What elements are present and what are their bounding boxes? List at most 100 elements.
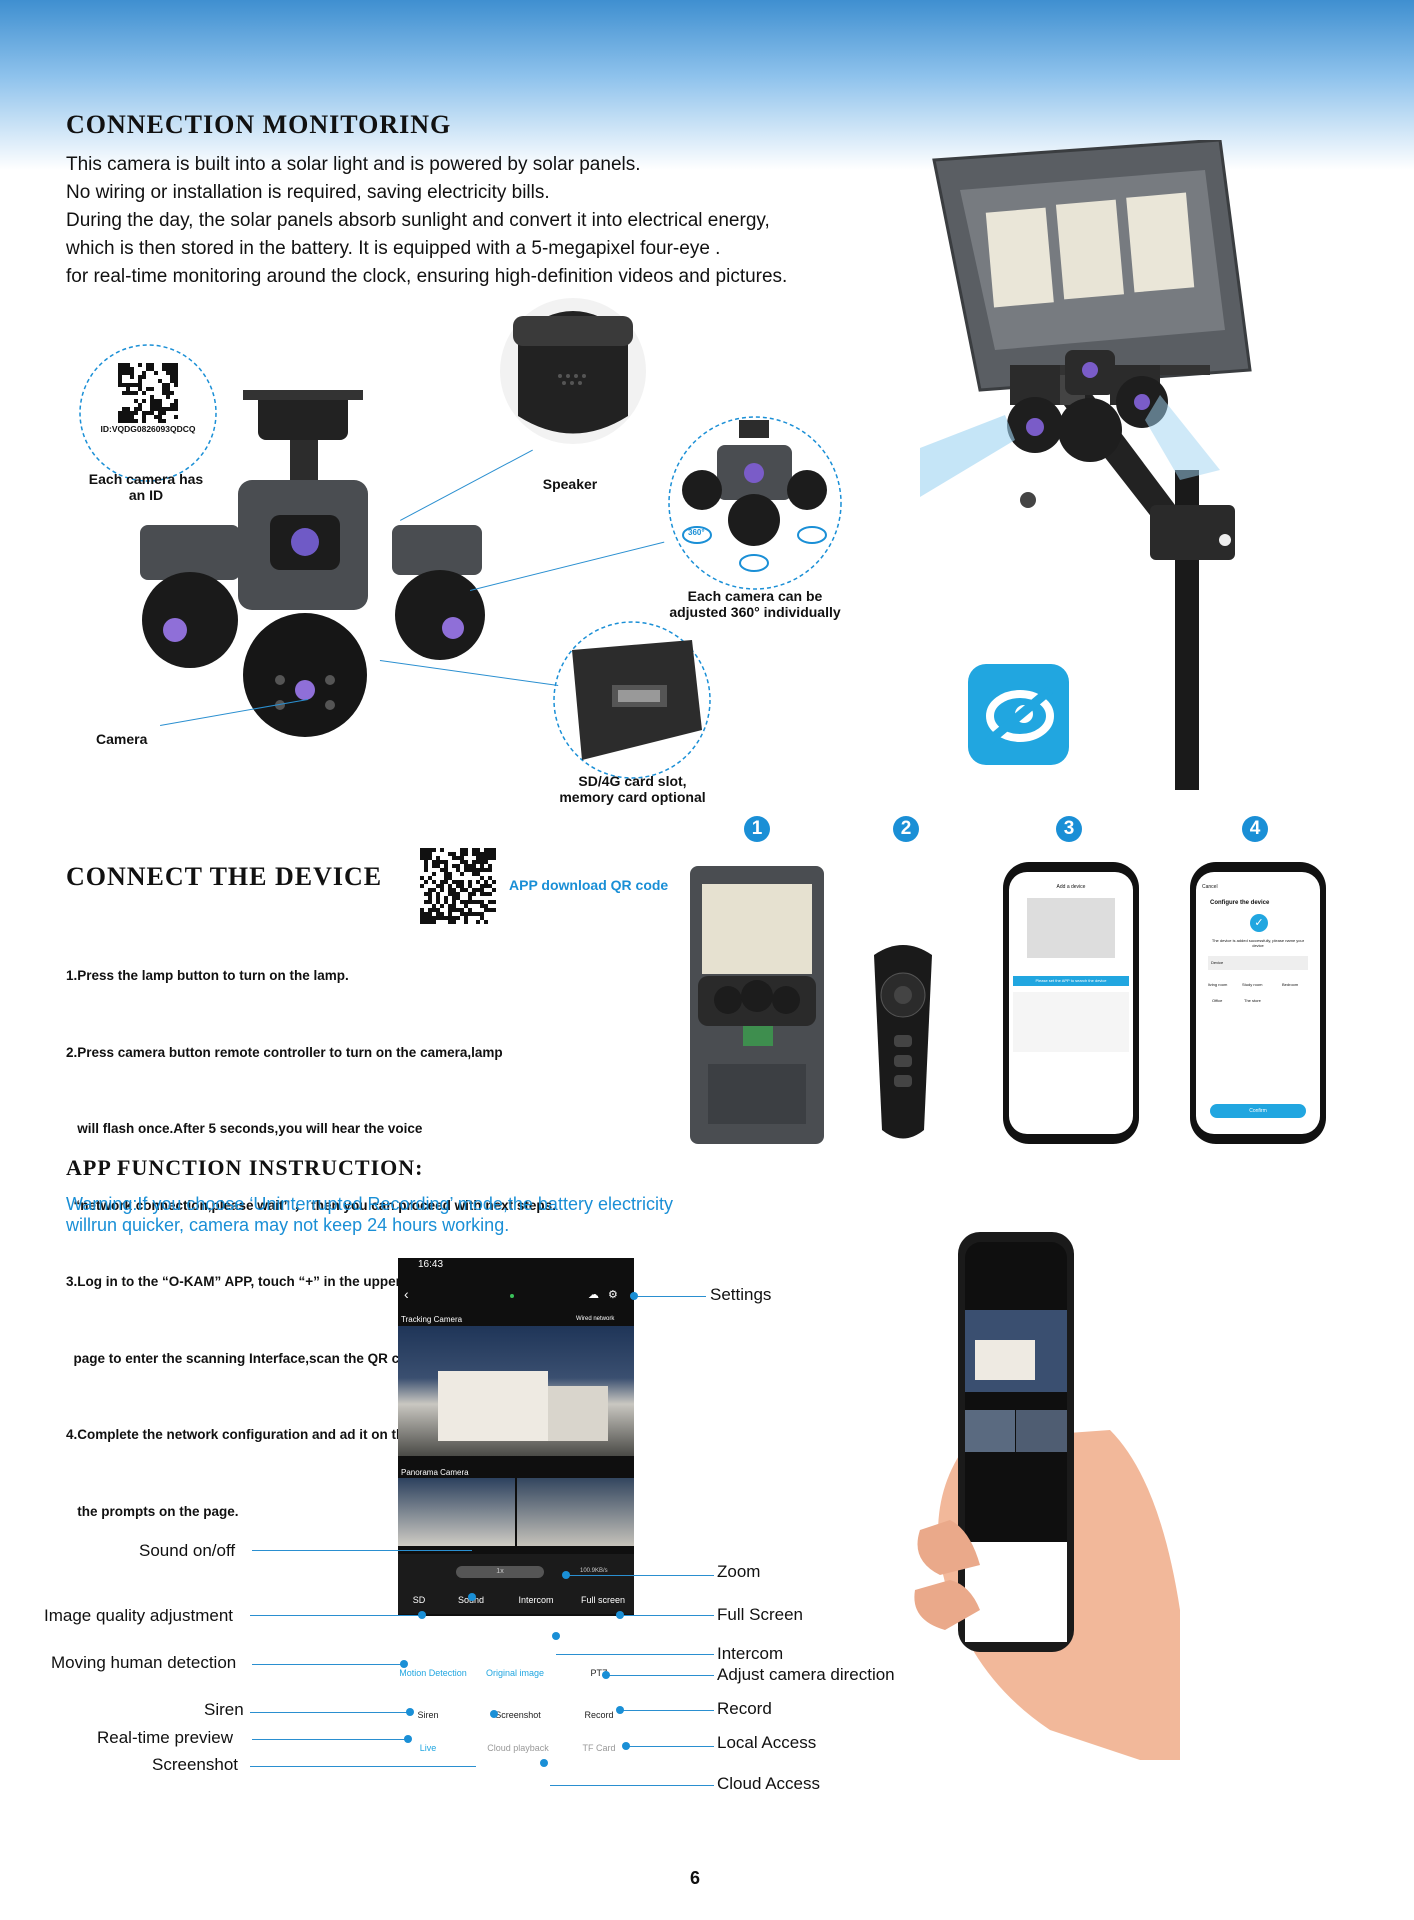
callout-line	[606, 1675, 714, 1676]
intro-text: This camera is built into a solar light …	[66, 151, 886, 291]
label-line: SD/4G card slot,	[578, 773, 687, 789]
section-title-app-function: App function instruction:	[66, 1155, 424, 1180]
callout-dot	[540, 1759, 548, 1767]
panorama-view-left[interactable]	[398, 1478, 515, 1546]
rotation-360-text: 360°	[688, 528, 705, 537]
callout-sound: Sound on/off	[139, 1541, 236, 1560]
phone-add-device: Add a device Please set the APP to searc…	[1003, 862, 1139, 1144]
callout-dot	[602, 1671, 610, 1679]
app-download-qr-code[interactable]	[420, 848, 496, 924]
cloud-playback-tab[interactable]: Cloud playback	[487, 1743, 549, 1753]
sd-card-slot-image	[553, 621, 711, 779]
callout-dot	[406, 1708, 414, 1716]
panorama-camera-label: Panorama Camera	[401, 1468, 469, 1477]
room-option[interactable]: Bedroom	[1282, 982, 1299, 987]
camera-id-qr-circle	[79, 344, 217, 482]
step-line: the prompts on the page.	[66, 1503, 239, 1519]
warning-line: willrun quicker, camera may not keep 24 …	[66, 1215, 510, 1235]
siren-button[interactable]: Siren	[417, 1710, 439, 1720]
callout-line	[250, 1766, 476, 1767]
four-eye-camera-image	[140, 390, 485, 737]
room-option[interactable]: The store	[1244, 998, 1261, 1003]
bitrate-label: 100.9KB/s	[580, 1568, 608, 1574]
app-screenshot: 16:43 ‹ ☁ ⚙ Tracking Camera Wired networ…	[398, 1258, 634, 1758]
callout-dot	[630, 1292, 638, 1300]
label-line: adjusted 360° individually	[669, 604, 841, 620]
label-sd-card: SD/4G card slot, memory card optional	[545, 773, 720, 805]
step-badge-2: 2	[893, 816, 919, 842]
callout-dot	[616, 1706, 624, 1714]
eye-logo-icon	[985, 686, 1054, 746]
callout-full-screen: Full Screen	[717, 1605, 803, 1624]
panorama-view-right[interactable]	[517, 1478, 634, 1546]
callout-dot	[552, 1632, 560, 1640]
tf-card-tab[interactable]: TF Card	[582, 1743, 616, 1753]
callout-screenshot: Screenshot	[152, 1755, 238, 1774]
room-option[interactable]: living room	[1208, 982, 1228, 987]
intro-line: This camera is built into a solar light …	[66, 154, 641, 175]
sd-button[interactable]: SD	[412, 1595, 426, 1605]
step-line: 2.Press camera button remote controller …	[66, 1044, 503, 1060]
callout-intercom: Intercom	[717, 1644, 784, 1663]
callout-line	[550, 1785, 714, 1786]
configure-title: Configure the device	[1210, 900, 1270, 906]
room-option[interactable]: Study room	[1242, 982, 1263, 987]
intro-line: No wiring or installation is required, s…	[66, 182, 550, 203]
cancel-link[interactable]: Cancel	[1202, 884, 1218, 890]
callout-line	[634, 1296, 706, 1297]
step-line: 3.Log in to the “O-KAM” APP, touch “+” i…	[66, 1274, 521, 1289]
page-number: 6	[690, 1868, 701, 1888]
callout-dot	[468, 1593, 476, 1601]
section-title-connect-device: Connect the device	[66, 862, 383, 891]
tracking-camera-view[interactable]	[398, 1326, 634, 1456]
callout-line	[252, 1739, 408, 1740]
room-option[interactable]: Office	[1212, 998, 1223, 1003]
screenshot-button[interactable]: Screenshot	[495, 1710, 541, 1720]
full-screen-button[interactable]: Full screen	[580, 1595, 625, 1605]
label-line: an ID	[128, 487, 164, 503]
zoom-slider[interactable]: 1x	[456, 1566, 544, 1578]
callout-local-access: Local Access	[717, 1733, 817, 1752]
step-badge-4: 4	[1242, 816, 1268, 842]
settings-gear-icon[interactable]: ⚙	[608, 1289, 618, 1301]
qr-caption: APP download QR code	[509, 877, 669, 893]
callout-dot	[404, 1735, 412, 1743]
camera-360-adjust-image	[668, 416, 842, 590]
callout-adjust-direction: Adjust camera direction	[717, 1665, 895, 1684]
motion-detection-button[interactable]: Motion Detection	[399, 1668, 467, 1678]
step-line: 1.Press the lamp button to turn on the l…	[66, 968, 349, 983]
status-time: 16:43	[418, 1259, 444, 1270]
camera-id-text: ID:VQDG0826093QDCQ	[100, 424, 196, 434]
device-name-field[interactable]: Device	[1208, 956, 1308, 970]
callout-image-quality: Image quality adjustment	[44, 1606, 233, 1625]
live-tab[interactable]: Live	[419, 1743, 437, 1753]
intro-line: During the day, the solar panels absorb …	[66, 210, 770, 231]
speaker-closeup-image	[500, 298, 646, 444]
label-line: memory card optional	[559, 789, 706, 805]
original-image-button[interactable]: Original image	[485, 1668, 545, 1678]
confirm-button[interactable]: Confirm	[1210, 1104, 1306, 1118]
callout-dot	[418, 1611, 426, 1619]
callout-line	[252, 1664, 402, 1665]
scan-area	[1027, 898, 1115, 958]
record-button[interactable]: Record	[584, 1710, 614, 1720]
step-line: “network connection,please wait” ， then …	[66, 1197, 556, 1213]
callout-cloud-access: Cloud Access	[717, 1774, 820, 1793]
okam-app-icon[interactable]	[968, 664, 1069, 765]
callout-dot	[490, 1710, 498, 1718]
solar-street-light-image	[920, 140, 1252, 790]
remote-controller-image	[874, 945, 932, 1139]
label-camera: Camera	[96, 731, 148, 747]
wired-network-label: Wired network	[576, 1316, 615, 1322]
callout-siren: Siren	[204, 1700, 244, 1719]
cloud-icon[interactable]: ☁	[588, 1289, 599, 1301]
back-icon[interactable]: ‹	[404, 1286, 409, 1302]
intercom-button[interactable]: Intercom	[518, 1595, 554, 1605]
callout-settings: Settings	[710, 1285, 772, 1304]
callout-line	[620, 1615, 714, 1616]
callout-zoom: Zoom	[717, 1562, 761, 1581]
callout-line	[566, 1575, 714, 1576]
ptz-button[interactable]: PTZ	[590, 1668, 608, 1678]
intro-line: which is then stored in the battery. It …	[66, 238, 721, 259]
add-device-title: Add a device	[1056, 884, 1086, 890]
